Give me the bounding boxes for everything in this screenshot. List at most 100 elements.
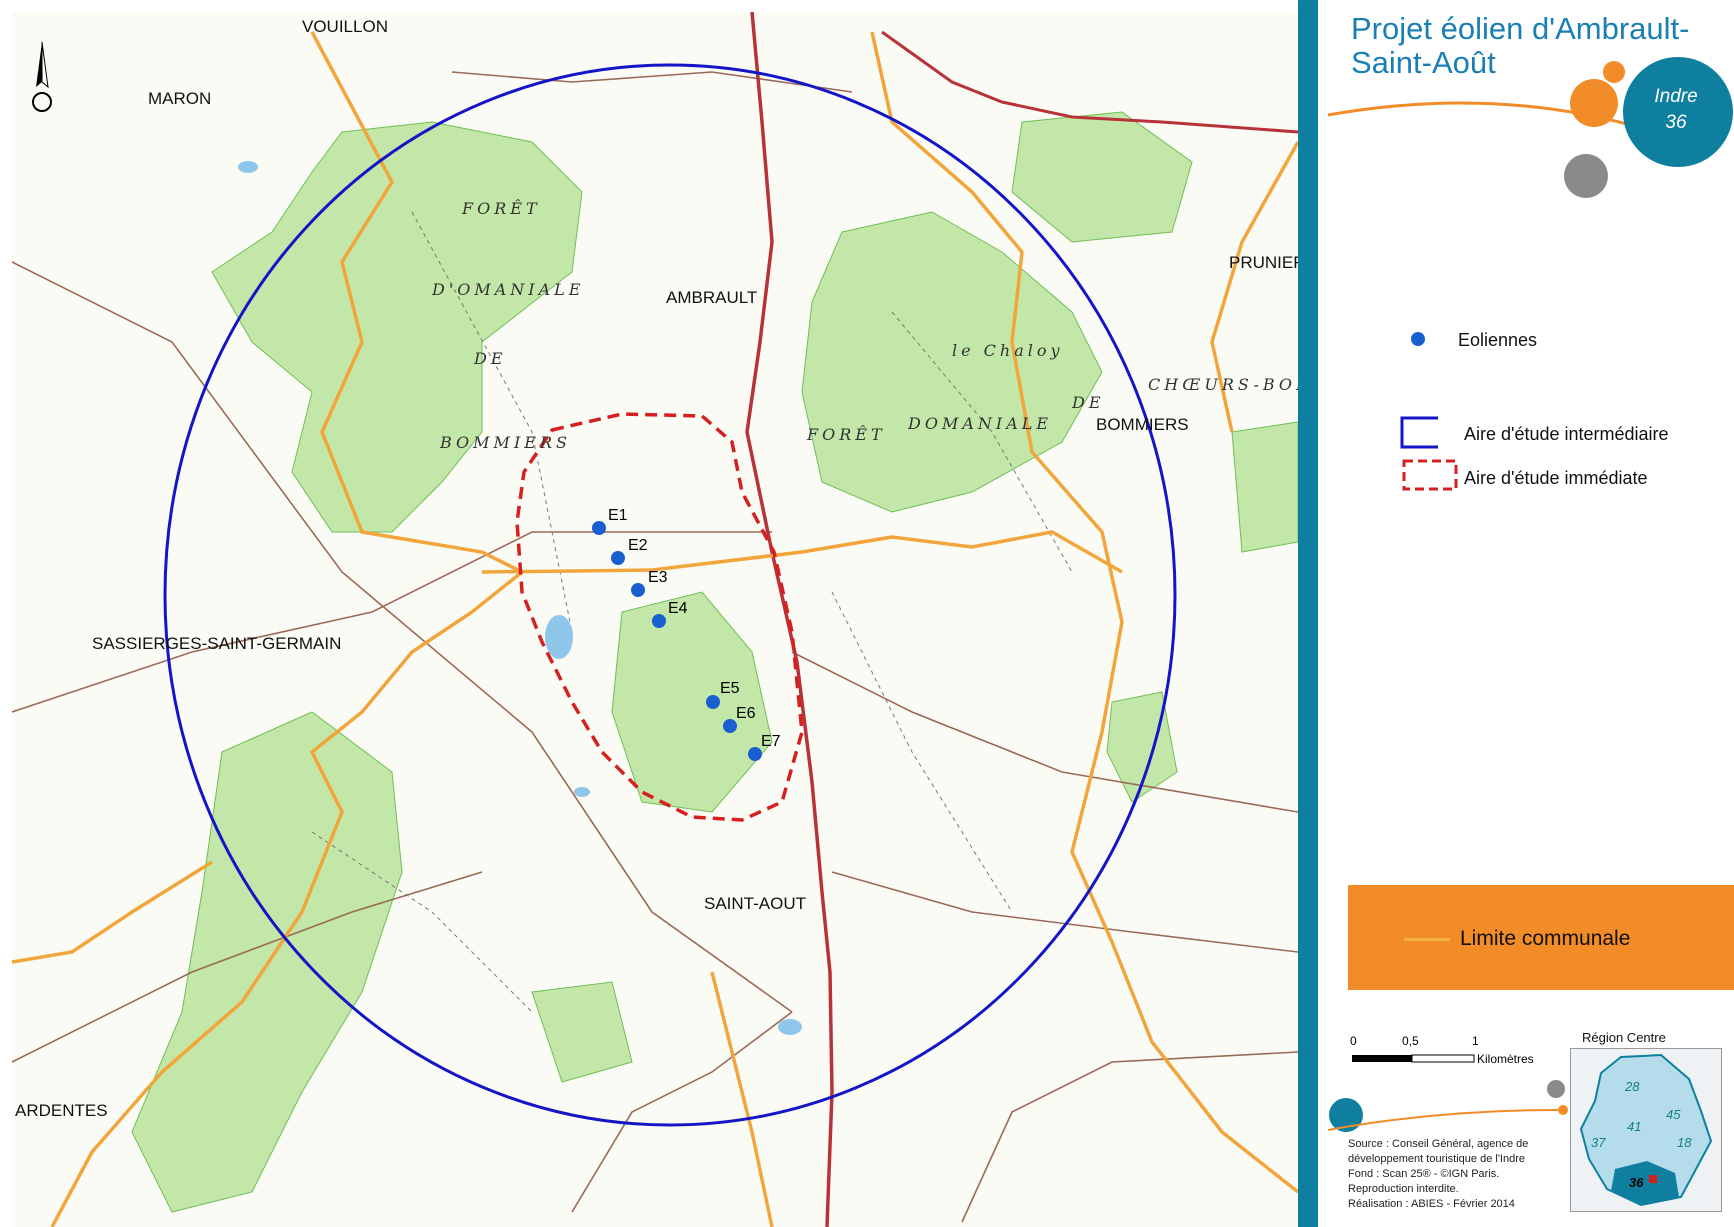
road <box>12 261 793 1013</box>
legend-eoliennes: Eoliennes <box>1458 330 1538 350</box>
source-line: Réalisation : ABIES - Février 2014 <box>1348 1198 1515 1210</box>
inset-label-37: 37 <box>1591 1135 1606 1150</box>
inset-map-svg: 28 45 41 37 18 36 <box>1579 1053 1713 1207</box>
legend-limite-communale: Limite communale <box>1460 927 1631 950</box>
logo-circle-icon <box>1623 57 1733 167</box>
place-vouillon: VOUILLON <box>302 17 388 36</box>
project-location-marker <box>1649 1175 1657 1183</box>
turbine-e6[interactable] <box>723 719 737 733</box>
inset-label-45: 45 <box>1666 1107 1681 1122</box>
road <box>12 871 483 1063</box>
inset-label-28: 28 <box>1624 1079 1640 1094</box>
turbine-label-e1: E1 <box>608 507 628 524</box>
scale-tick-05: 0,5 <box>1402 1035 1419 1048</box>
inset-title: Région Centre <box>1582 1030 1666 1045</box>
turbine-e2[interactable] <box>611 551 625 565</box>
turbine-label-e5: E5 <box>720 680 740 697</box>
forest-label: le Chaloy <box>952 341 1064 360</box>
pond <box>545 615 573 659</box>
turbine-label-e4: E4 <box>668 600 688 617</box>
aire-etude-intermediaire <box>163 63 1177 1127</box>
pond <box>238 161 258 173</box>
pond <box>574 787 590 797</box>
map-panel[interactable]: VOUILLON MARON AMBRAULT PRUNIER BOMMIERS… <box>12 12 1298 1227</box>
main-road-d943 <box>745 12 834 1227</box>
turbine-label-e7: E7 <box>761 733 781 750</box>
road <box>12 531 772 713</box>
source-line: Reproduction interdite. <box>1348 1183 1459 1195</box>
turbine-e7[interactable] <box>748 747 762 761</box>
forest-central <box>611 591 773 813</box>
legend-turbine-symbol <box>1411 332 1425 346</box>
forest-east-edge <box>1231 421 1298 553</box>
place-labels: VOUILLON MARON AMBRAULT PRUNIER BOMMIERS… <box>15 17 1298 1120</box>
source-line: développement touristique de l'Indre <box>1348 1153 1525 1165</box>
road <box>831 871 1298 953</box>
bottom-swoosh <box>1327 1109 1559 1131</box>
turbine-label-e2: E2 <box>628 537 648 554</box>
forest-label: CHŒURS-BOMM <box>1148 375 1298 394</box>
legend-panel <box>1318 0 1734 1227</box>
topographic-map[interactable]: VOUILLON MARON AMBRAULT PRUNIER BOMMIERS… <box>12 12 1298 1227</box>
legend-immediate-symbol-wrap <box>1402 459 1458 491</box>
place-bommiers: BOMMIERS <box>1096 415 1189 434</box>
orange-small-dot-icon <box>1603 61 1625 83</box>
commune-limits <box>12 31 1298 1227</box>
road <box>571 1011 793 1213</box>
legend-intermediate-symbol <box>1400 416 1438 449</box>
road <box>451 71 853 93</box>
forest-northeast <box>1011 111 1193 243</box>
grey-small-dot-icon <box>1547 1080 1565 1098</box>
commune-limit <box>1210 141 1298 433</box>
bottom-decoration <box>1327 1080 1568 1132</box>
forest-bommiers-west <box>211 121 583 533</box>
track <box>831 591 1013 913</box>
legend-aire-immediate: Aire d'étude immédiate <box>1464 468 1648 488</box>
panel-divider <box>1298 0 1318 1227</box>
logo-line1: Indre <box>1654 86 1697 107</box>
forest-label: DE <box>1071 393 1105 412</box>
track <box>411 211 573 633</box>
turbine-label-e6: E6 <box>736 705 756 722</box>
turbine-e5[interactable] <box>706 695 720 709</box>
forest-labels: FORÊT D'OMANIALE DE BOMMIERS FORÊT DOMAN… <box>431 198 1298 452</box>
commune-limit <box>50 570 524 1227</box>
place-ambrault: AMBRAULT <box>666 288 757 307</box>
logo-line2: 36 <box>1665 112 1687 133</box>
inset-map: 28 45 41 37 18 36 <box>1570 1048 1722 1212</box>
source-line: Source : Conseil Général, agence de <box>1348 1138 1529 1150</box>
scale-unit: Kilomètres <box>1477 1052 1534 1066</box>
commune-limit <box>481 530 1123 574</box>
north-arrow-icon <box>32 41 52 112</box>
source-credits: Source : Conseil Général, agence de déve… <box>1348 1137 1558 1212</box>
forest-label: FORÊT <box>806 424 886 444</box>
commune-legend-box <box>1348 885 1734 990</box>
tracks <box>311 211 1073 1013</box>
scale-tick-0: 0 <box>1350 1035 1357 1048</box>
road <box>791 651 1298 813</box>
forest-label: BOMMIERS <box>439 433 571 452</box>
turbine-label-e3: E3 <box>648 569 668 586</box>
forest-label: FORÊT <box>461 198 541 218</box>
place-ardentes: ARDENTES <box>15 1101 108 1120</box>
orange-tiny-dot-icon <box>1558 1105 1568 1115</box>
turbine-e4[interactable] <box>652 614 666 628</box>
commune-limit <box>310 31 523 574</box>
scale-bar: 0 0,5 1 Kilomètres <box>1350 1035 1534 1066</box>
scale-tick-1: 1 <box>1472 1035 1479 1048</box>
legend-symbols <box>1400 332 1438 449</box>
legend-immediate-symbol <box>1402 459 1458 491</box>
blue-dot-icon <box>1329 1098 1363 1132</box>
forest-label: DE <box>473 349 507 368</box>
turbine-e3[interactable] <box>631 583 645 597</box>
orange-dot-icon <box>1570 79 1618 127</box>
minor-roads <box>12 71 1298 1223</box>
title-decoration: Indre 36 <box>1327 57 1733 198</box>
map-title: Projet éolien d'Ambrault-Saint-Août <box>1351 11 1690 80</box>
forest-areas <box>131 111 1298 1213</box>
place-sassierges: SASSIERGES-SAINT-GERMAIN <box>92 634 341 653</box>
scale-segment-white <box>1411 1054 1475 1063</box>
main-road-bommiers <box>881 30 1298 134</box>
turbine-e1[interactable] <box>592 521 606 535</box>
aire-etude-immediate <box>515 412 804 822</box>
